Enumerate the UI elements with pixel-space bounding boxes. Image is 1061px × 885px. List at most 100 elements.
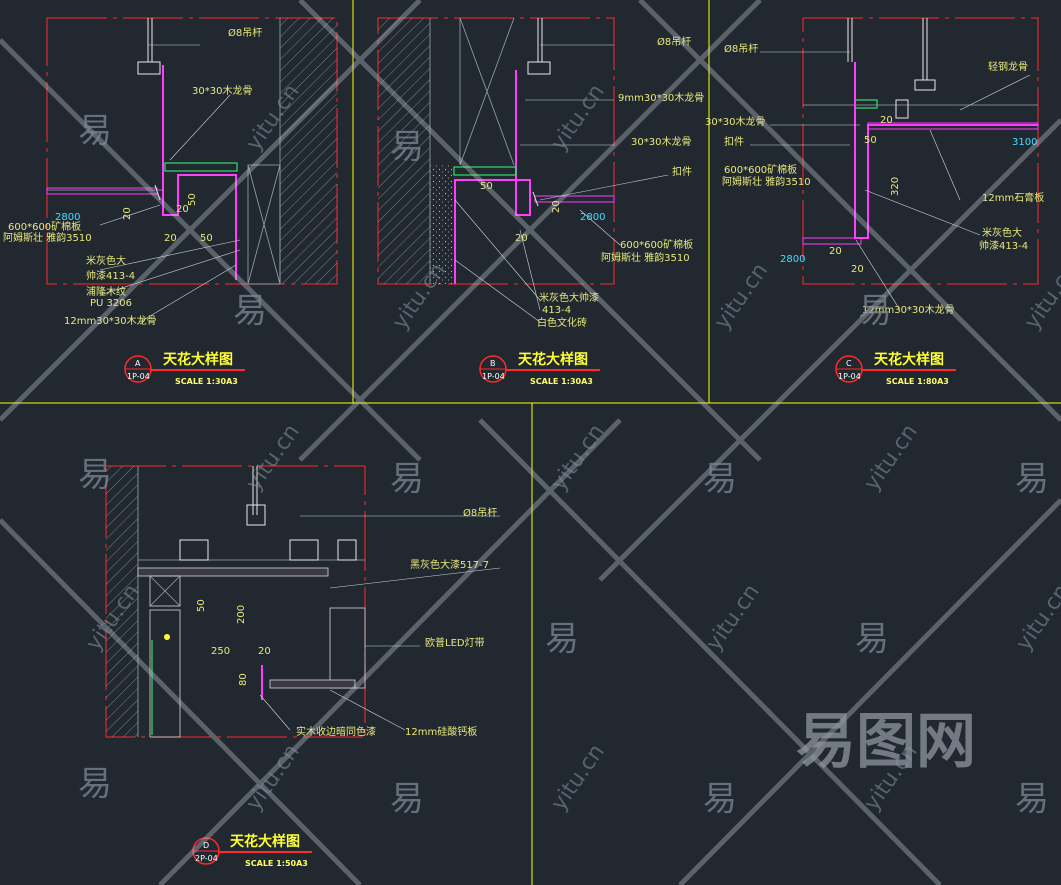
- panel-b-dim-50: 50: [480, 181, 493, 192]
- panel-c-label-gypsum: 12mm石膏板: [982, 191, 1044, 204]
- panel-b-ceiling-board: [534, 195, 615, 203]
- panel-b-label-brand: 阿姆斯壮 雅韵3510: [601, 251, 690, 264]
- panel-a-dim-20b: 20: [164, 233, 177, 244]
- panel-c-label-paint1: 米灰色大: [982, 226, 1022, 239]
- panel-a-dim-50a: 50: [187, 193, 198, 206]
- panel-a-dim-20a: 20: [122, 207, 133, 220]
- watermark-domain-2: yitu.cn: [546, 80, 609, 156]
- panel-a-wall: [280, 18, 337, 284]
- panel-d-sheet: 2P-04: [195, 854, 218, 863]
- panel-d: Ø8吊杆 黑灰色大漆517-7 欧普LED灯带 实木收边暗同色漆 12mm硅酸钙…: [105, 465, 501, 868]
- panel-c-elev-top: 3100: [1012, 137, 1037, 148]
- panel-c-dim-320: 320: [890, 177, 901, 196]
- watermark-glyph-3: 易: [233, 291, 267, 331]
- panel-a-label-joist: 30*30木龙骨: [192, 84, 252, 97]
- panel-d-dim-200: 200: [236, 605, 247, 624]
- panel-a-title: 天花大样图: [163, 351, 233, 368]
- panel-d-label-board: 12mm硅酸钙板: [405, 725, 477, 738]
- panel-d-label-trim: 实木收边暗同色漆: [296, 725, 376, 738]
- panel-c-dim-20b: 20: [829, 246, 842, 257]
- panel-b-label-brick: 白色文化砖: [537, 316, 587, 329]
- panel-a-ceiling-board: [46, 187, 158, 195]
- panel-b-id: B: [490, 359, 496, 368]
- panel-c-dim-20a: 20: [880, 115, 893, 126]
- panel-d-id: D: [203, 841, 209, 850]
- panel-c-label-steel: 轻钢龙骨: [988, 60, 1028, 73]
- panel-a-label-rod: Ø8吊杆: [228, 27, 262, 39]
- panel-d-wall: [106, 466, 138, 737]
- panel-b-wall: [378, 18, 430, 284]
- panel-b-scale: SCALE 1:30A3: [530, 377, 593, 386]
- panel-d-border: [105, 465, 366, 738]
- panel-d-dim-250: 250: [211, 646, 230, 657]
- watermark-glyph-7: 易: [703, 459, 737, 499]
- panel-d-scale: SCALE 1:50A3: [245, 859, 308, 868]
- watermark-glyph-11: 易: [78, 764, 112, 804]
- panel-d-dim-20: 20: [258, 646, 271, 657]
- panel-a-label-wood2: PU 3206: [90, 298, 132, 309]
- panel-a-label-paint2: 帅漆413-4: [86, 269, 135, 282]
- panel-a-label-wood1: 浦隆木纹: [86, 285, 126, 298]
- panel-b: Ø8吊杆 9mm30*30木龙骨 30*30木龙骨 扣件 600*600矿棉板 …: [377, 17, 704, 386]
- watermark-glyph-8: 易: [1015, 459, 1049, 499]
- watermark-glyph-14: 易: [1015, 779, 1049, 819]
- panel-b-label-board: 600*600矿棉板: [620, 238, 693, 251]
- watermark-glyph-9: 易: [545, 619, 579, 659]
- watermark-glyph-5: 易: [78, 455, 112, 495]
- panel-c-scale: SCALE 1:80A3: [886, 377, 949, 386]
- panel-b-elev: 2800: [580, 212, 605, 223]
- watermark-domain-9: yitu.cn: [859, 420, 922, 496]
- panel-a-dim-20c: 20: [176, 204, 189, 215]
- panel-c-label-clip: 扣件: [724, 135, 744, 148]
- panel-b-label-joist: 30*30木龙骨: [631, 135, 691, 148]
- panel-c-sheet: 1P-04: [838, 372, 861, 381]
- panel-c: Ø8吊杆 轻钢龙骨 30*30木龙骨 扣件 600*600矿棉板 阿姆斯壮 雅韵…: [705, 17, 1044, 386]
- panel-c-label-joist12: 12mm30*30木龙骨: [862, 303, 955, 316]
- panel-a-label-brand: 阿姆斯壮 雅韵3510: [3, 231, 92, 244]
- panel-d-label-rod: Ø8吊杆: [463, 507, 497, 519]
- panel-c-title: 天花大样图: [874, 351, 944, 368]
- panel-b-label-rod: Ø8吊杆: [657, 36, 691, 48]
- watermark-glyph-6: 易: [390, 459, 424, 499]
- panel-a-scale: SCALE 1:30A3: [175, 377, 238, 386]
- panel-b-label-paint2: 413-4: [542, 305, 571, 316]
- watermark-domain-10: yitu.cn: [701, 580, 764, 656]
- watermark-glyph-10: 易: [855, 619, 889, 659]
- panel-c-label-paint2: 帅漆413-4: [979, 239, 1028, 252]
- panel-a-label-paint1: 米灰色大: [86, 254, 126, 267]
- watermark-domain-8: yitu.cn: [546, 420, 609, 496]
- panel-b-label-paint1: 米灰色大帅漆: [539, 291, 599, 304]
- panel-a-dim-50b: 50: [200, 233, 213, 244]
- watermark-domain-7: yitu.cn: [241, 420, 304, 496]
- panel-b-brick: [430, 165, 452, 284]
- watermark-glyph-13: 易: [703, 779, 737, 819]
- watermark-domain-11: yitu.cn: [1011, 580, 1061, 656]
- watermark-glyph-1: 易: [78, 111, 112, 151]
- panel-a: Ø8吊杆 30*30木龙骨 600*600矿棉板 阿姆斯壮 雅韵3510 米灰色…: [3, 17, 338, 386]
- panel-c-label-rod: Ø8吊杆: [724, 43, 758, 55]
- panel-c-label-joist: 30*30木龙骨: [705, 115, 765, 128]
- panel-d-label-led: 欧普LED灯带: [425, 636, 485, 649]
- panel-b-dim-20b: 20: [551, 200, 562, 213]
- panel-a-label-board: 600*600矿棉板: [8, 220, 81, 233]
- panel-a-elev: 2800: [55, 212, 80, 223]
- panel-c-dim-20c: 20: [851, 264, 864, 275]
- panel-a-id: A: [135, 359, 141, 368]
- panel-b-sheet: 1P-04: [482, 372, 505, 381]
- panel-c-label-board: 600*600矿棉板: [724, 163, 797, 176]
- watermark-domain-5: yitu.cn: [1020, 259, 1061, 335]
- panel-b-dim-20a: 20: [515, 233, 528, 244]
- panel-c-id: C: [846, 359, 852, 368]
- panel-b-label-joist9: 9mm30*30木龙骨: [618, 91, 704, 104]
- panel-a-label-joist12: 12mm30*30木龙骨: [64, 314, 157, 327]
- panel-c-border: [802, 17, 1039, 285]
- panel-d-label-paint: 黑灰色大漆517-7: [410, 558, 489, 571]
- panel-c-elev: 2800: [780, 254, 805, 265]
- panel-d-dim-80: 80: [238, 673, 249, 686]
- panel-c-label-brand: 阿姆斯壮 雅韵3510: [722, 175, 811, 188]
- watermark-domain-13: yitu.cn: [546, 740, 609, 816]
- panel-a-sheet: 1P-04: [127, 372, 150, 381]
